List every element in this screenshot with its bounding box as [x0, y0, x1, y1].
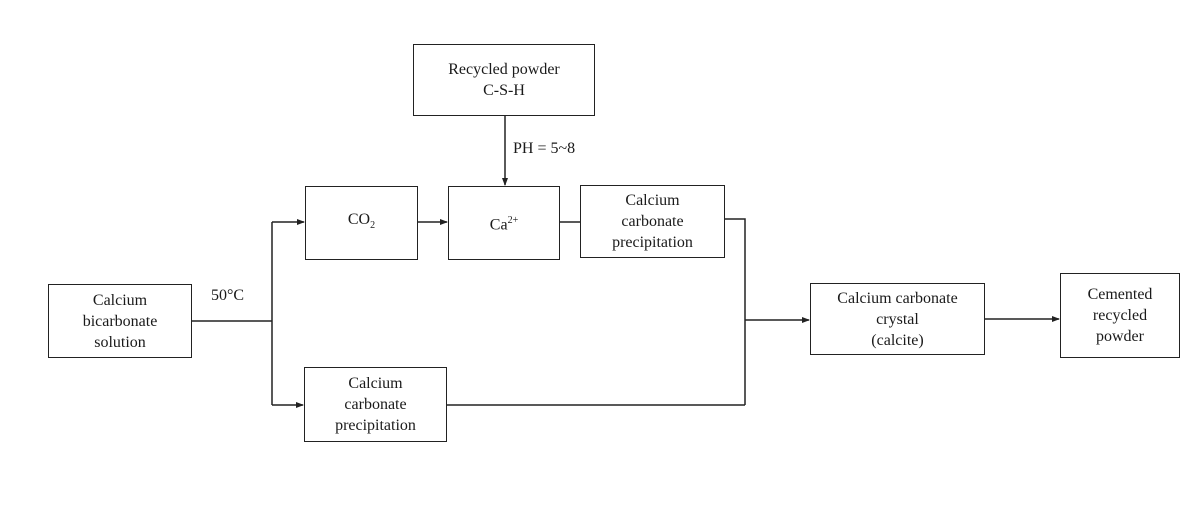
- node-precipitation-bottom: Calcium carbonate precipitation: [304, 367, 447, 442]
- node-recycled-powder: Recycled powder C-S-H: [413, 44, 595, 116]
- node-text: powder: [1096, 328, 1144, 345]
- node-bicarbonate-solution: Calcium bicarbonate solution: [48, 284, 192, 358]
- node-text: bicarbonate: [82, 312, 158, 330]
- node-text: crystal: [876, 310, 919, 328]
- node-text: Calcium: [348, 375, 403, 392]
- ca-superscript: 2+: [507, 215, 519, 227]
- node-text: Calcium carbonate: [837, 289, 958, 307]
- node-text: carbonate: [621, 213, 684, 230]
- node-text: CO2: [348, 209, 375, 236]
- ca-main: Ca: [489, 216, 508, 234]
- node-text: carbonate: [344, 396, 407, 413]
- node-calcite-crystal: Calcium carbonate crystal (calcite): [810, 283, 985, 355]
- node-text: C-S-H: [483, 82, 525, 99]
- node-text: Cemented: [1087, 286, 1153, 303]
- temperature-label: 50°C: [211, 287, 245, 304]
- node-text: precipitation: [335, 417, 416, 434]
- ph-label: PH = 5~8: [513, 140, 576, 157]
- co2-subscript: 2: [370, 220, 376, 232]
- node-text: Calcium: [625, 192, 680, 209]
- node-precipitation-top: Calcium carbonate precipitation: [580, 185, 725, 258]
- node-co2: CO2: [305, 186, 418, 260]
- node-text: precipitation: [612, 234, 693, 251]
- node-ca-ion: Ca2+: [448, 186, 560, 260]
- node-cemented-recycled-powder: Cemented recycled powder: [1060, 273, 1180, 358]
- node-text: (calcite): [871, 331, 924, 349]
- co2-main: CO: [347, 211, 371, 229]
- node-text: Calcium: [92, 291, 148, 309]
- node-text: recycled: [1092, 307, 1148, 324]
- edge-precip-top-to-merge: [725, 218, 746, 405]
- node-text: solution: [94, 333, 146, 351]
- node-text: Recycled powder: [448, 61, 560, 78]
- node-text: Ca2+: [490, 210, 518, 235]
